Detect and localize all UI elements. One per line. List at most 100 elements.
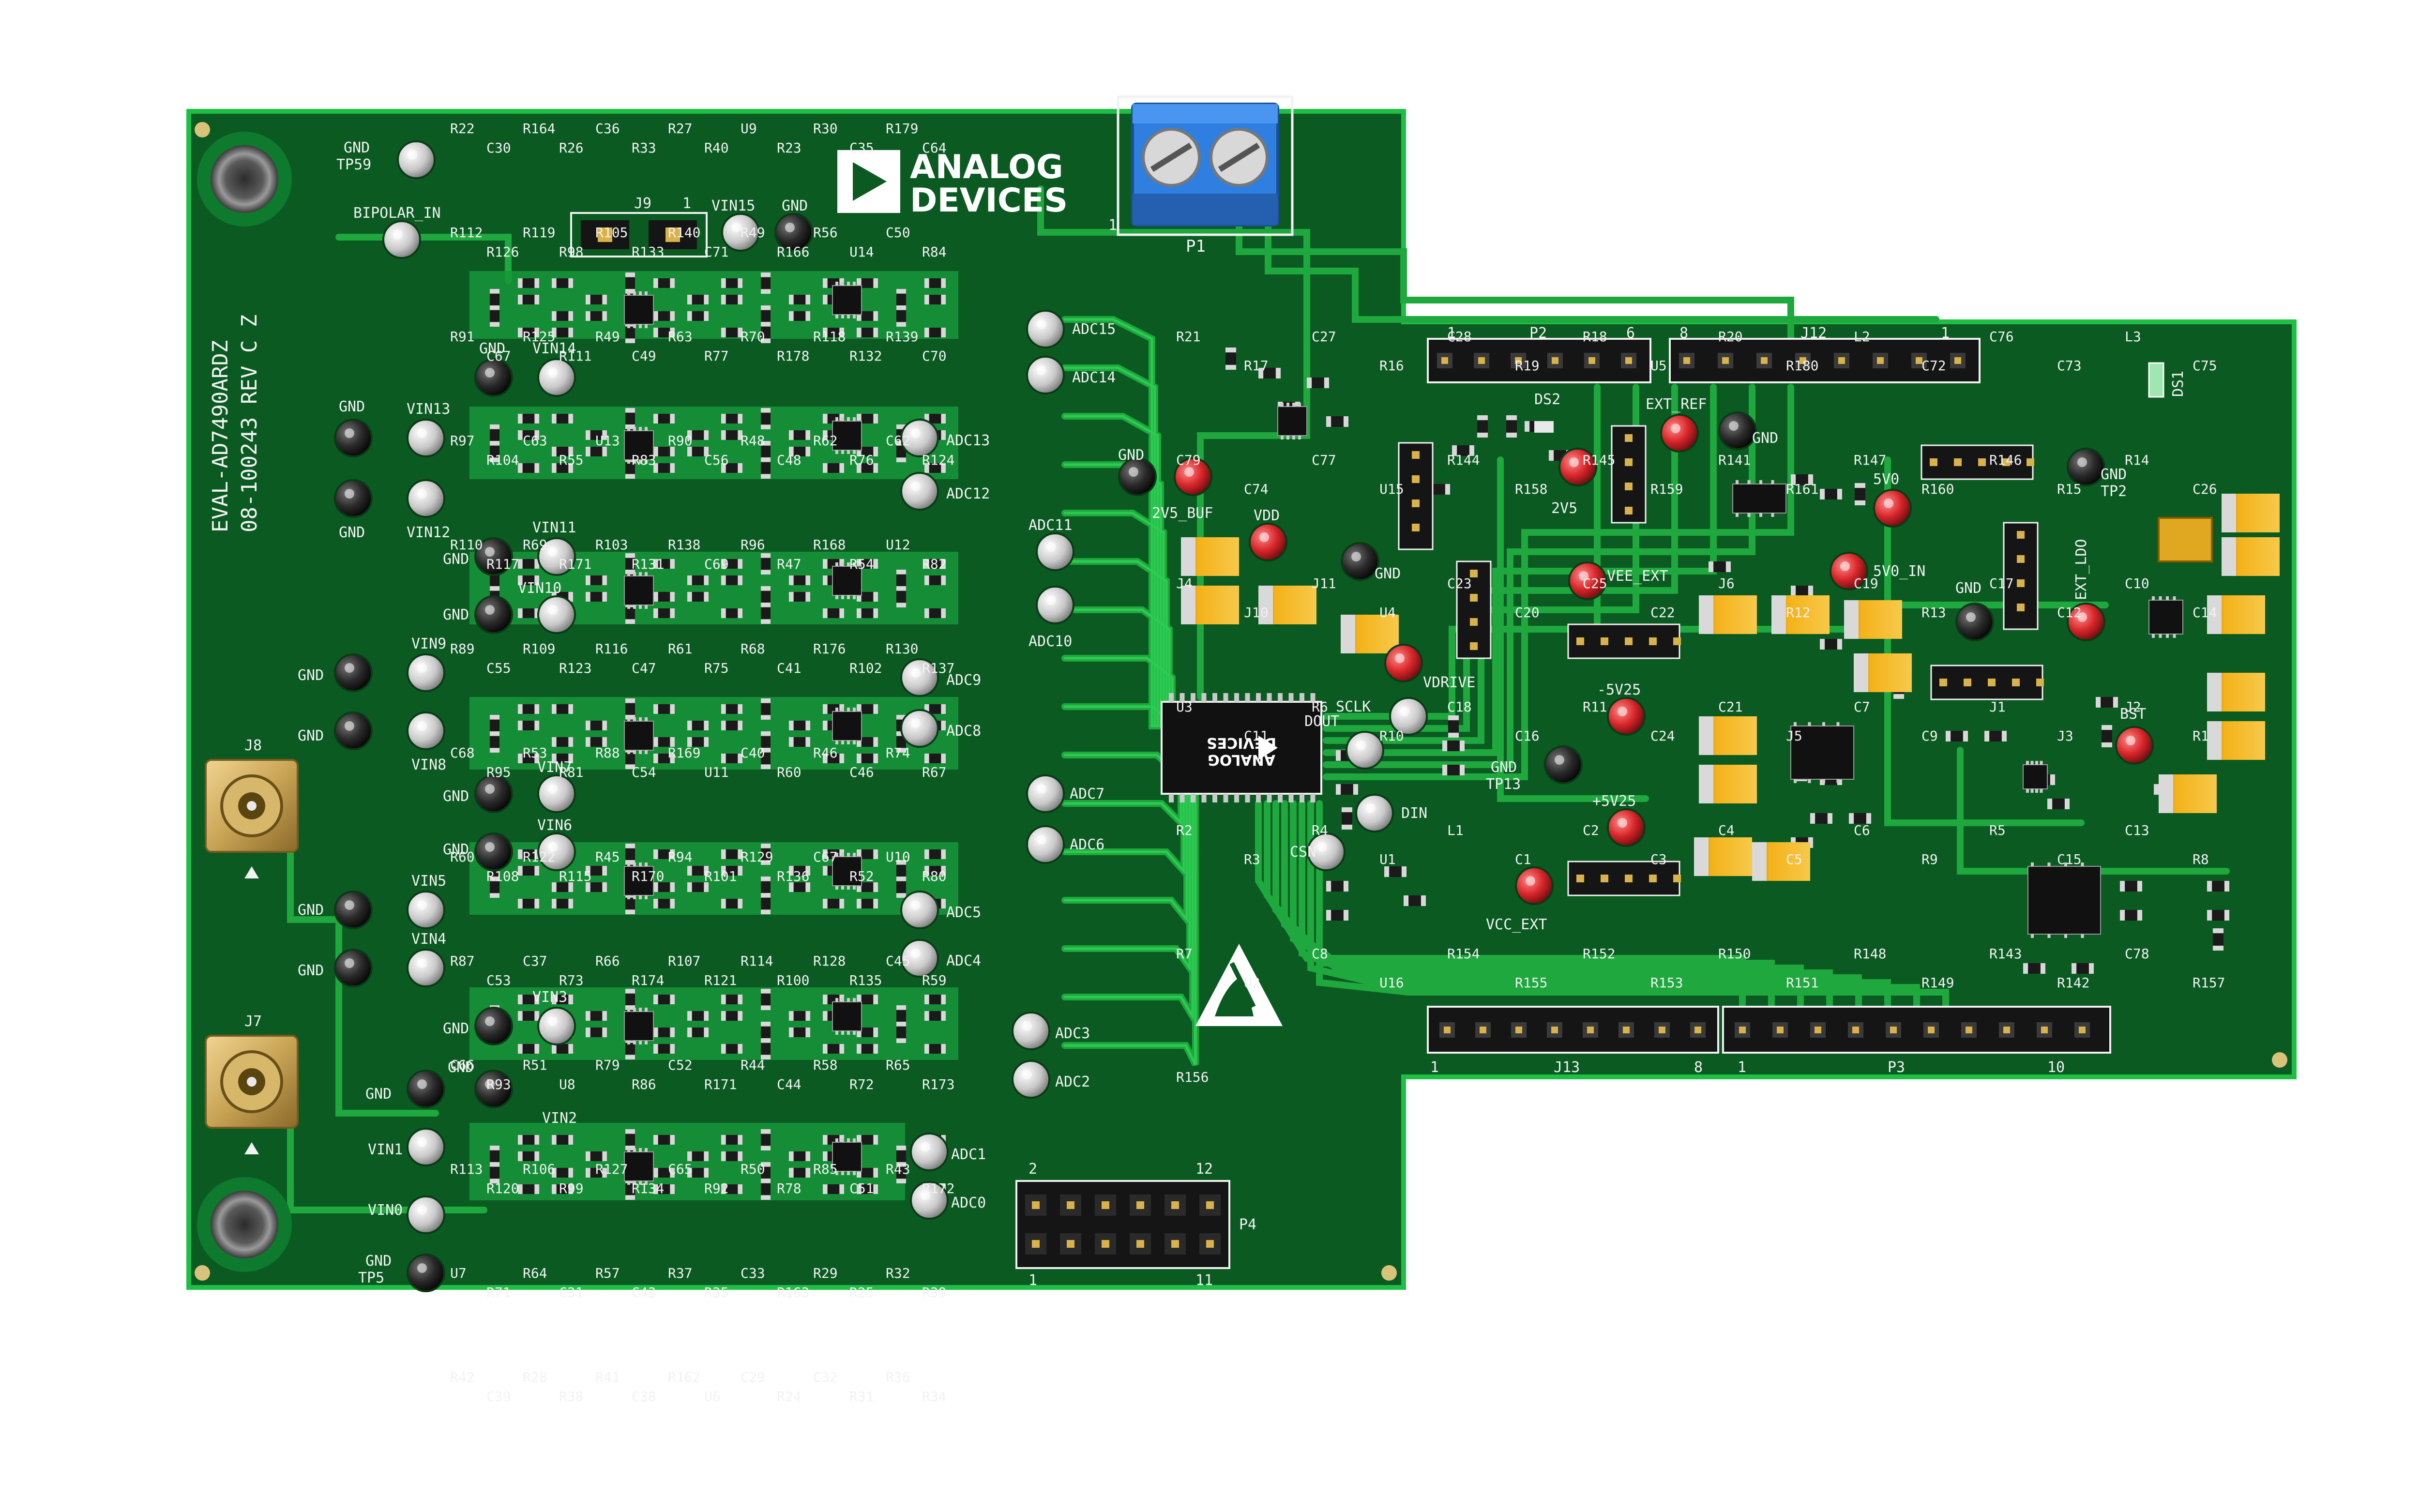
gnd-tp[interactable] (774, 213, 813, 252)
adc-testpoint-12[interactable] (1012, 1012, 1050, 1050)
5v0-tp[interactable] (1873, 489, 1912, 528)
jumper-pin (2027, 458, 2034, 466)
j9-jumper[interactable] (570, 212, 708, 257)
jumper-header[interactable] (1567, 623, 1680, 659)
left-testpoint-22[interactable] (474, 1007, 513, 1045)
jumper-header[interactable] (1456, 560, 1492, 659)
vee-ext-tp[interactable] (1568, 561, 1607, 600)
sma-connector-icon[interactable] (205, 1035, 299, 1129)
p4-header[interactable] (1015, 1180, 1230, 1269)
gnd-tp-c[interactable] (1718, 411, 1757, 450)
left-testpoint-24[interactable] (407, 1070, 445, 1108)
left-testpoint-20[interactable] (334, 949, 373, 987)
refdes-right: J5 (1786, 728, 1802, 744)
jumper-header[interactable] (1921, 444, 2034, 480)
vcc-ext-tp[interactable] (1515, 866, 1554, 905)
jumper-header[interactable] (1611, 425, 1647, 524)
sma-connector-icon[interactable] (205, 759, 299, 853)
left-testpoint-6[interactable] (474, 537, 513, 576)
smd-component (687, 1028, 709, 1037)
ic-package (832, 421, 862, 451)
adc-testpoint-1[interactable] (1026, 356, 1065, 394)
2v5-buf-tp[interactable] (1174, 457, 1212, 496)
left-testpoint-9[interactable] (537, 595, 576, 634)
adc-testpoint-4[interactable] (1036, 532, 1074, 571)
screw-terminal-icon[interactable] (1131, 103, 1279, 227)
left-testpoint-1[interactable] (537, 358, 576, 397)
2v5-tp[interactable] (1558, 448, 1597, 486)
adc-testpoint-7[interactable] (900, 709, 939, 748)
adc-testpoint-3[interactable] (900, 472, 939, 511)
ext-ldo-tp-glint (2077, 612, 2087, 622)
vdrive-tp[interactable] (1384, 644, 1423, 682)
din-tp[interactable] (1355, 794, 1394, 832)
5v0-in-tp[interactable] (1830, 552, 1868, 590)
jumper-pin (1954, 458, 1962, 466)
gnd-tp-b[interactable] (1341, 542, 1379, 581)
adc-testpoint-14[interactable] (910, 1133, 949, 1171)
adc-testpoint-8[interactable] (1026, 774, 1065, 813)
jumper-header[interactable] (2003, 522, 2039, 630)
p3-header[interactable] (1722, 1006, 2111, 1054)
left-testpoint-18[interactable] (334, 891, 373, 929)
left-testpoint-23[interactable] (537, 1007, 576, 1045)
bst-tp[interactable] (2115, 726, 2154, 765)
sclk-tp[interactable] (1346, 731, 1384, 770)
refdes-left: R169 (668, 745, 700, 761)
adc-testpoint-13[interactable] (1012, 1060, 1050, 1099)
tp5-label: TP5 (358, 1270, 384, 1286)
left-testpoint-15[interactable] (537, 774, 576, 813)
ext-ldo-tp[interactable] (2067, 603, 2105, 641)
left-testpoint-26[interactable] (407, 1128, 445, 1166)
jumper-header[interactable] (1567, 861, 1680, 896)
left-testpoint-14[interactable] (474, 774, 513, 813)
+5v25-tp[interactable] (1607, 808, 1646, 847)
left-testpoint-28[interactable] (407, 1254, 445, 1292)
adc-testpoint-9[interactable] (1026, 825, 1065, 864)
left-testpoint-0[interactable] (474, 358, 513, 397)
left-testpoint-13[interactable] (407, 711, 445, 750)
adc-testpoint-5[interactable] (1036, 586, 1074, 624)
left-testpoint-16[interactable] (474, 832, 513, 871)
bipolar-in-tp[interactable] (382, 220, 421, 259)
left-testpoint-19[interactable] (407, 891, 445, 929)
gnd-tp-d[interactable] (1955, 603, 1994, 641)
p2-header[interactable] (1427, 338, 1651, 383)
left-testpoint-5[interactable] (407, 479, 445, 518)
tp13[interactable] (1544, 745, 1583, 784)
tp2[interactable] (2067, 448, 2105, 486)
left-testpoint-25[interactable] (474, 1070, 513, 1108)
adc-testpoint-11[interactable] (900, 939, 939, 978)
smd-component (552, 899, 573, 908)
left-testpoint-3[interactable] (407, 419, 445, 457)
vin15-tp[interactable] (721, 213, 760, 252)
left-testpoint-7[interactable] (537, 537, 576, 576)
gnd-tp-a[interactable] (1118, 457, 1157, 496)
adc-testpoint-10[interactable] (900, 891, 939, 929)
tp59[interactable] (397, 140, 436, 179)
left-testpoint-4[interactable] (334, 479, 373, 518)
csn-tp[interactable] (1307, 832, 1346, 871)
ic-pin (639, 1181, 642, 1185)
left-testpoint-11[interactable] (407, 653, 445, 692)
adc-testpoint-0[interactable] (1026, 310, 1065, 348)
adc-testpoint-6[interactable] (900, 658, 939, 697)
left-testpoint-27[interactable] (407, 1195, 445, 1234)
vdd-tp[interactable] (1249, 523, 1287, 561)
refdes-left: R38 (559, 1389, 584, 1405)
left-testpoint-12[interactable] (334, 711, 373, 750)
left-testpoint-17[interactable] (537, 832, 576, 871)
j13-header[interactable] (1427, 1006, 1719, 1054)
left-testpoint-21[interactable] (407, 949, 445, 987)
adc-testpoint-2[interactable] (900, 419, 939, 457)
left-testpoint-10[interactable] (334, 653, 373, 692)
j12-header[interactable] (1669, 338, 1981, 383)
jumper-header[interactable] (1398, 442, 1434, 550)
left-testpoint-8[interactable] (474, 595, 513, 634)
jumper-header[interactable] (1930, 665, 2043, 700)
left-testpoint-2[interactable] (334, 419, 373, 457)
adc-testpoint-15[interactable] (910, 1181, 949, 1220)
dout-tp[interactable] (1389, 697, 1428, 736)
-5v25-tp[interactable] (1607, 697, 1646, 736)
ext-ref-tp[interactable] (1660, 414, 1699, 453)
